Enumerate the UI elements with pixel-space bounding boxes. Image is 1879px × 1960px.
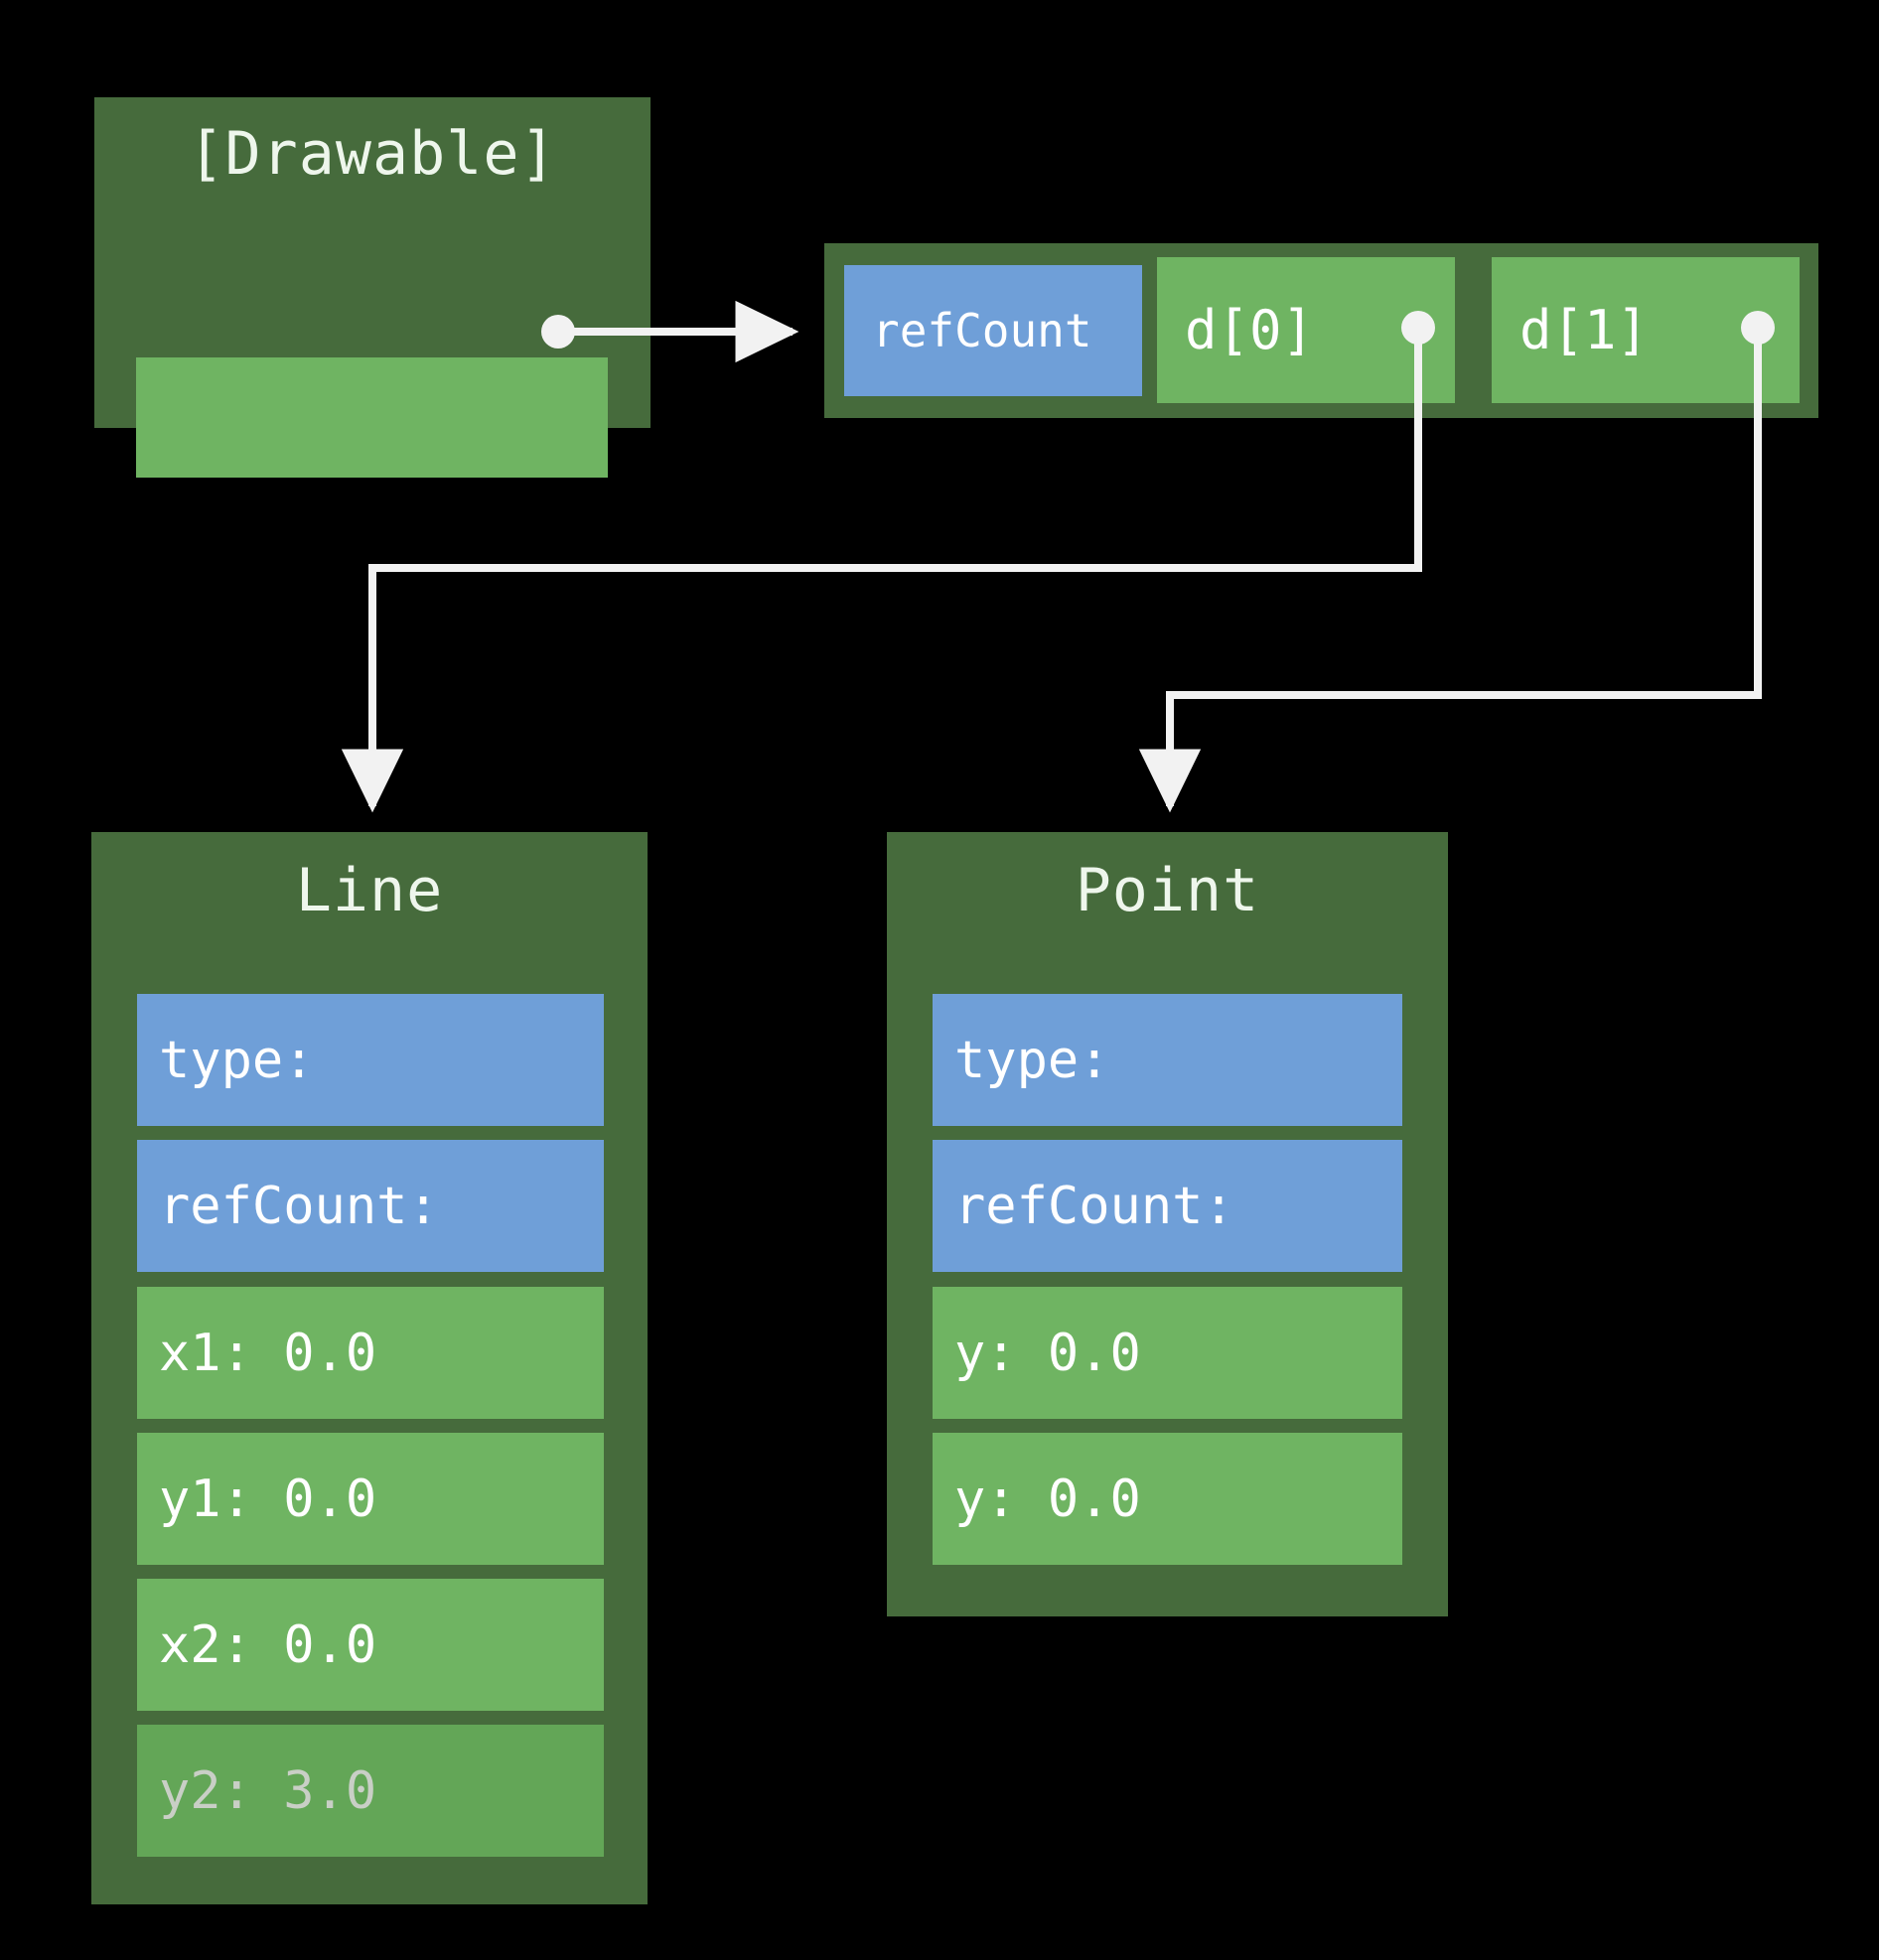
array-object-box: refCount d[0] d[1] bbox=[824, 243, 1818, 418]
array-cell-refcount: refCount bbox=[844, 265, 1142, 396]
line-field-x1-label: x1: 0.0 bbox=[159, 1323, 377, 1383]
drawable-box-title: [Drawable] bbox=[188, 119, 557, 189]
point-field-first-label: y: 0.0 bbox=[954, 1323, 1141, 1383]
drawable-box: [Drawable] bbox=[94, 97, 650, 478]
point-field-first: y: 0.0 bbox=[933, 1287, 1402, 1419]
array-cell-d0-label: d[0] bbox=[1185, 299, 1315, 361]
line-field-x2: x2: 0.0 bbox=[137, 1579, 604, 1711]
line-field-y2: y2: 3.0 bbox=[137, 1725, 604, 1857]
line-field-x2-label: x2: 0.0 bbox=[159, 1614, 377, 1675]
point-object-title: Point bbox=[1075, 856, 1260, 925]
point-object-box: Point type: refCount: y: 0.0 y: 0.0 bbox=[887, 832, 1448, 1616]
point-field-refcount-label: refCount: bbox=[954, 1176, 1234, 1236]
line-object-box: Line type: refCount: x1: 0.0 y1: 0.0 x2:… bbox=[91, 832, 648, 1904]
drawable-pointer-slot bbox=[136, 357, 608, 478]
point-field-second: y: 0.0 bbox=[933, 1433, 1402, 1565]
line-field-x1: x1: 0.0 bbox=[137, 1287, 604, 1419]
array-cell-d1-label: d[1] bbox=[1519, 299, 1650, 361]
array-cell-d0: d[0] bbox=[1157, 257, 1455, 403]
line-field-type: type: bbox=[137, 994, 604, 1126]
array-cell-d1: d[1] bbox=[1492, 257, 1800, 403]
line-field-type-label: type: bbox=[159, 1030, 315, 1090]
line-field-y2-label: y2: 3.0 bbox=[159, 1760, 377, 1821]
point-field-type-label: type: bbox=[954, 1030, 1110, 1090]
point-field-second-label: y: 0.0 bbox=[954, 1469, 1141, 1529]
point-field-type: type: bbox=[933, 994, 1402, 1126]
array-cell-refcount-label: refCount bbox=[872, 304, 1092, 357]
point-field-refcount: refCount: bbox=[933, 1140, 1402, 1272]
line-field-y1: y1: 0.0 bbox=[137, 1433, 604, 1565]
line-object-title: Line bbox=[295, 856, 444, 925]
line-field-refcount: refCount: bbox=[137, 1140, 604, 1272]
line-field-refcount-label: refCount: bbox=[159, 1176, 439, 1236]
line-field-y1-label: y1: 0.0 bbox=[159, 1469, 377, 1529]
